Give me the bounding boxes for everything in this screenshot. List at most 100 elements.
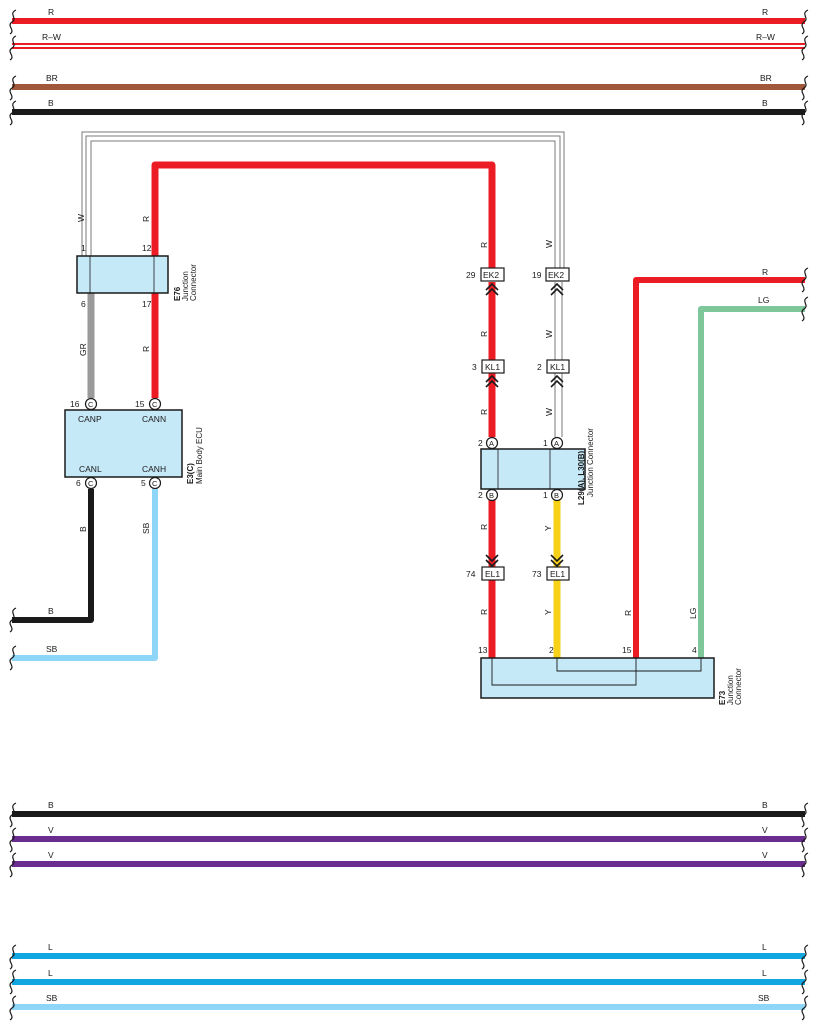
e73-pin-4: 4: [692, 645, 697, 655]
e3-signal-canp: CANP: [78, 414, 102, 424]
label-wire-r: R: [479, 409, 489, 415]
e3-pin-6-marker: [84, 476, 98, 490]
break-mark: [9, 9, 17, 35]
e76-connector: [76, 255, 169, 294]
bottom-bus-group: L L L L SB SB: [9, 942, 809, 1021]
break-mark: [9, 35, 17, 61]
label-wire-b: B: [78, 526, 88, 532]
ek2-connector-right: [545, 267, 570, 282]
label-wire-right-r: R: [762, 267, 768, 277]
label-wire-sb: SB: [141, 522, 151, 534]
e73-name-line1: Junction: [726, 675, 735, 705]
l30-letter: B: [489, 491, 494, 500]
bus-skyblue-label-left: SB: [46, 993, 58, 1003]
bus-skyblue-label-right: SB: [758, 993, 770, 1003]
bus-blue-label-left: L: [48, 968, 53, 978]
right-circuit: EK2 EK2 29 19 KL1 KL1 3 2 A A B B: [466, 240, 809, 705]
bus-blue-label-right: L: [762, 942, 767, 952]
label-wire-right-lg: LG: [758, 295, 769, 305]
e76-pin-1: 1: [81, 243, 86, 253]
bus-violet-label-left: V: [48, 850, 54, 860]
label-wire-w: W: [76, 214, 86, 222]
l29-l30-connector: [480, 448, 586, 490]
break-mark: [801, 35, 809, 61]
break-mark: [9, 75, 17, 101]
break-mark: [9, 827, 17, 853]
e73-connector: [480, 657, 715, 699]
e3-pin-5-marker: [148, 476, 162, 490]
e3-name: Main Body ECU: [195, 427, 204, 484]
e3-main-body-ecu: [64, 409, 183, 478]
kl1-pin-3: 3: [472, 362, 477, 372]
e76-pin-6: 6: [81, 299, 86, 309]
break-mark: [9, 645, 17, 671]
top-bus-group: R R R–W R–W BR BR B B: [9, 7, 809, 126]
l30-pin-2: 2: [478, 490, 483, 500]
ek2-connector-left: [480, 267, 505, 282]
bus-violet-label-right: V: [762, 825, 768, 835]
l29-pin-1: 1: [543, 438, 548, 448]
el1-pin-74: 74: [466, 569, 476, 579]
e73-name-line2: Connector: [734, 668, 743, 705]
e3-id: E3(C): [186, 463, 195, 484]
break-mark: [801, 296, 809, 322]
bus-red-white-label-left: R–W: [42, 32, 61, 42]
e76-pin-12: 12: [142, 243, 152, 253]
break-mark: [801, 969, 809, 995]
ek2-pin-19: 19: [532, 270, 542, 280]
label-wire-w: W: [544, 240, 554, 248]
break-mark: [801, 75, 809, 101]
el1-pin-73: 73: [532, 569, 542, 579]
break-mark: [801, 995, 809, 1021]
label-wire-left-b: B: [48, 606, 54, 616]
label-wire-r: R: [623, 610, 633, 616]
label-wire-left-sb: SB: [46, 644, 58, 654]
break-mark: [9, 802, 17, 828]
el1-connector-right: [546, 566, 570, 581]
ek2-pin-29: 29: [466, 270, 476, 280]
kl1-pin-2: 2: [537, 362, 542, 372]
break-mark: [9, 607, 17, 633]
break-mark: [801, 944, 809, 970]
wire-skyblue-e3-5: [12, 489, 158, 661]
break-mark: [801, 802, 809, 828]
el1-name-right: EL1: [550, 569, 565, 579]
l30-pin-1: 1: [543, 490, 548, 500]
bus-brown-label-left: BR: [46, 73, 58, 83]
e73-pin-15: 15: [622, 645, 632, 655]
e73-id: E73: [718, 690, 727, 705]
bus-red-label-left: R: [48, 7, 54, 17]
bus-brown-label-right: BR: [760, 73, 772, 83]
wire-lightgreen-right: [698, 306, 805, 658]
label-wire-w: W: [544, 408, 554, 416]
break-mark: [9, 100, 17, 126]
break-mark: [801, 9, 809, 35]
label-wire-gr: GR: [78, 343, 88, 356]
e3-pin-15: 15: [135, 399, 145, 409]
ek2-name-right: EK2: [548, 270, 564, 280]
e3-pin-5: 5: [141, 478, 146, 488]
bus-black-label-right: B: [762, 800, 768, 810]
bus-violet-label-left: V: [48, 825, 54, 835]
label-wire-r: R: [141, 216, 151, 222]
break-mark: [9, 944, 17, 970]
e73-pin-2: 2: [549, 645, 554, 655]
e76-name-line2: Connector: [189, 264, 198, 301]
e3-pin-6: 6: [76, 478, 81, 488]
label-wire-lg: LG: [688, 608, 698, 619]
bus-black-label-left: B: [48, 98, 54, 108]
e73-pin-13: 13: [478, 645, 488, 655]
e76-pin-17: 17: [142, 299, 152, 309]
e3-signal-cann: CANN: [142, 414, 166, 424]
label-wire-r: R: [479, 242, 489, 248]
label-wire-y: Y: [543, 525, 553, 531]
el1-connector-left: [481, 566, 505, 581]
kl1-connector-right: [546, 359, 570, 374]
e3-pin-letter: C: [88, 400, 94, 409]
e76-id: E76: [173, 286, 182, 301]
label-wire-r: R: [479, 524, 489, 530]
el1-name-left: EL1: [485, 569, 500, 579]
e3-pin-16: 16: [70, 399, 80, 409]
label-wire-r: R: [141, 346, 151, 352]
label-wire-w: W: [544, 330, 554, 338]
